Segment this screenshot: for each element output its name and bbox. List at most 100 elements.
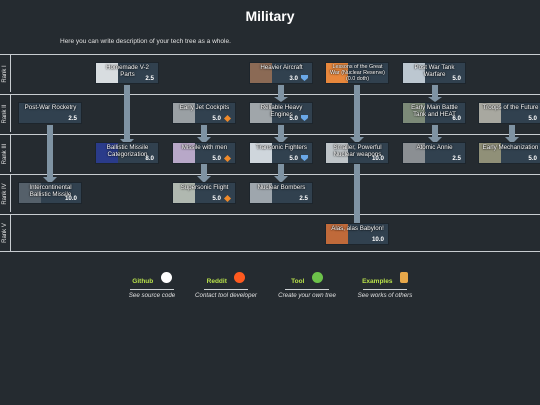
connector-arrow	[197, 176, 211, 183]
tech-thumbnail	[250, 63, 272, 83]
tech-node-smaller-powerful-nuclear-weapons[interactable]: Smaller, Powerful Nuclear weapons 10.0	[325, 142, 389, 164]
tech-node-post-war-tank-warfare[interactable]: Post War Tank Warfare 5.0	[402, 62, 466, 84]
page-title: Military	[245, 8, 295, 24]
connector	[278, 164, 284, 176]
rank-label: Rank III	[0, 135, 11, 172]
tech-cost: 6.0	[452, 115, 461, 122]
rank-label: Rank I	[0, 55, 11, 92]
tech-node-reliable-heavy-engines[interactable]: Reliable Heavy Engines 5.0	[249, 102, 313, 124]
connector	[432, 125, 438, 137]
connector	[278, 85, 284, 97]
tech-cost: 2.5	[68, 115, 77, 122]
connector-arrow	[428, 137, 442, 144]
tool-link[interactable]: Tool Create your own tree	[272, 270, 342, 299]
tech-node-heavier-aircraft[interactable]: Heavier Aircraft 3.0	[249, 62, 313, 84]
tech-node-lessons-of-great-war[interactable]: Lessons of the Great War (Nuclear Reserv…	[325, 62, 389, 84]
footer-links: Github See source code Reddit Contact to…	[0, 270, 540, 310]
connector-arrow	[274, 176, 288, 183]
rank-row-1: Rank I	[0, 54, 540, 92]
tech-cost: 5.0	[528, 155, 537, 162]
reddit-icon	[234, 272, 246, 284]
tech-thumbnail	[96, 63, 118, 83]
tech-thumbnail	[96, 143, 118, 163]
bookmark-icon	[399, 272, 408, 284]
rank-row-5: Rank V	[0, 214, 540, 252]
heart-icon	[301, 115, 308, 121]
tree-description[interactable]: Here you can write description of your t…	[60, 38, 231, 45]
tech-node-ballistic-missile-categorization[interactable]: Ballistic Missile Categorization 8.0	[95, 142, 159, 164]
diamond-icon	[223, 194, 232, 203]
connector-arrow	[197, 137, 211, 144]
tech-node-alas-babylon[interactable]: Alas, alas Babylon! 10.0	[325, 223, 389, 245]
tech-thumbnail	[173, 103, 195, 123]
rank-row-3: Rank III	[0, 134, 540, 172]
connector	[354, 164, 360, 226]
connector	[201, 125, 207, 137]
tech-node-nuclear-bombers[interactable]: Nuclear Bombers 2.5	[249, 182, 313, 204]
rank-row-4: Rank IV	[0, 174, 540, 212]
tech-cost: 5.0	[528, 115, 537, 122]
rank-label: Rank IV	[0, 175, 11, 212]
heart-icon	[301, 75, 308, 81]
tech-node-atomic-annie[interactable]: Atomic Annie 2.5	[402, 142, 466, 164]
connector	[278, 125, 284, 137]
tech-cost: 10.0	[371, 236, 384, 243]
tech-thumbnail	[479, 143, 501, 163]
connector-arrow	[43, 177, 57, 184]
tech-node-post-war-rocketry[interactable]: Post-War Rocketry 2.5	[18, 102, 82, 124]
tech-node-early-main-battle-tank[interactable]: Early Main Battle Tank and HEAT 6.0	[402, 102, 466, 124]
connector-arrow	[428, 97, 442, 102]
tech-node-intercontinental-ballistic-missile[interactable]: Intercontinental Ballistic Missile 10.0	[18, 182, 82, 204]
tech-cost: 5.0	[212, 195, 221, 202]
tech-thumbnail	[326, 63, 348, 83]
tech-cost: 2.5	[299, 195, 308, 202]
tech-thumbnail	[250, 103, 272, 123]
tech-tree: Rank I Rank II Rank III Rank IV Rank V	[0, 54, 540, 256]
plus-icon	[311, 272, 323, 284]
tech-node-troops-of-the-future[interactable]: Troops of the Future 5.0	[478, 102, 540, 124]
tech-cost: 10.0	[64, 195, 77, 202]
tech-cost: 3.0	[289, 75, 298, 82]
github-icon	[160, 272, 172, 284]
connector-arrow	[274, 137, 288, 144]
tech-thumbnail	[326, 224, 348, 244]
tech-thumbnail	[173, 143, 195, 163]
connector	[124, 85, 130, 139]
tech-node-early-mechanization[interactable]: Early Mechanization 5.0	[478, 142, 540, 164]
tech-node-transonic-fighters[interactable]: Transonic Fighters 5.0	[249, 142, 313, 164]
reddit-link[interactable]: Reddit Contact tool developer	[190, 270, 262, 299]
tech-cost: 5.0	[452, 75, 461, 82]
connector-arrow	[505, 137, 519, 144]
tech-cost: 8.0	[145, 155, 154, 162]
tech-cost: 5.0	[289, 155, 298, 162]
connector-arrow	[274, 97, 288, 102]
diamond-icon	[223, 114, 232, 123]
connector-arrow	[350, 137, 364, 144]
tech-node-homemade-v2-parts[interactable]: Homemade V-2 Parts 2.5	[95, 62, 159, 84]
connector	[201, 164, 207, 176]
tech-cost: 5.0	[212, 155, 221, 162]
tech-cost: 2.5	[145, 75, 154, 82]
tech-cost: 5.0	[289, 115, 298, 122]
github-link[interactable]: Github See source code	[122, 270, 182, 299]
connector	[47, 125, 53, 177]
tech-node-supersonic-flight[interactable]: Supersonic Flight 5.0	[172, 182, 236, 204]
diamond-icon	[223, 154, 232, 163]
tech-thumbnail	[173, 183, 195, 203]
tech-thumbnail	[19, 183, 41, 203]
tech-thumbnail	[250, 143, 272, 163]
tech-cost: 2.5	[452, 155, 461, 162]
connector	[354, 85, 360, 137]
examples-link[interactable]: Examples See works of others	[350, 270, 420, 299]
tech-thumbnail	[250, 183, 272, 203]
tech-thumbnail	[403, 103, 425, 123]
rank-row-2: Rank II	[0, 94, 540, 132]
tech-cost: 5.0	[212, 115, 221, 122]
connector	[432, 85, 438, 97]
connectors	[43, 85, 519, 233]
tech-node-early-jet-cockpits[interactable]: Early Jet Cockpits 5.0	[172, 102, 236, 124]
tech-thumbnail	[403, 143, 425, 163]
heart-icon	[301, 155, 308, 161]
tech-node-missile-with-men[interactable]: Missile with men 5.0	[172, 142, 236, 164]
tech-thumbnail	[326, 143, 348, 163]
